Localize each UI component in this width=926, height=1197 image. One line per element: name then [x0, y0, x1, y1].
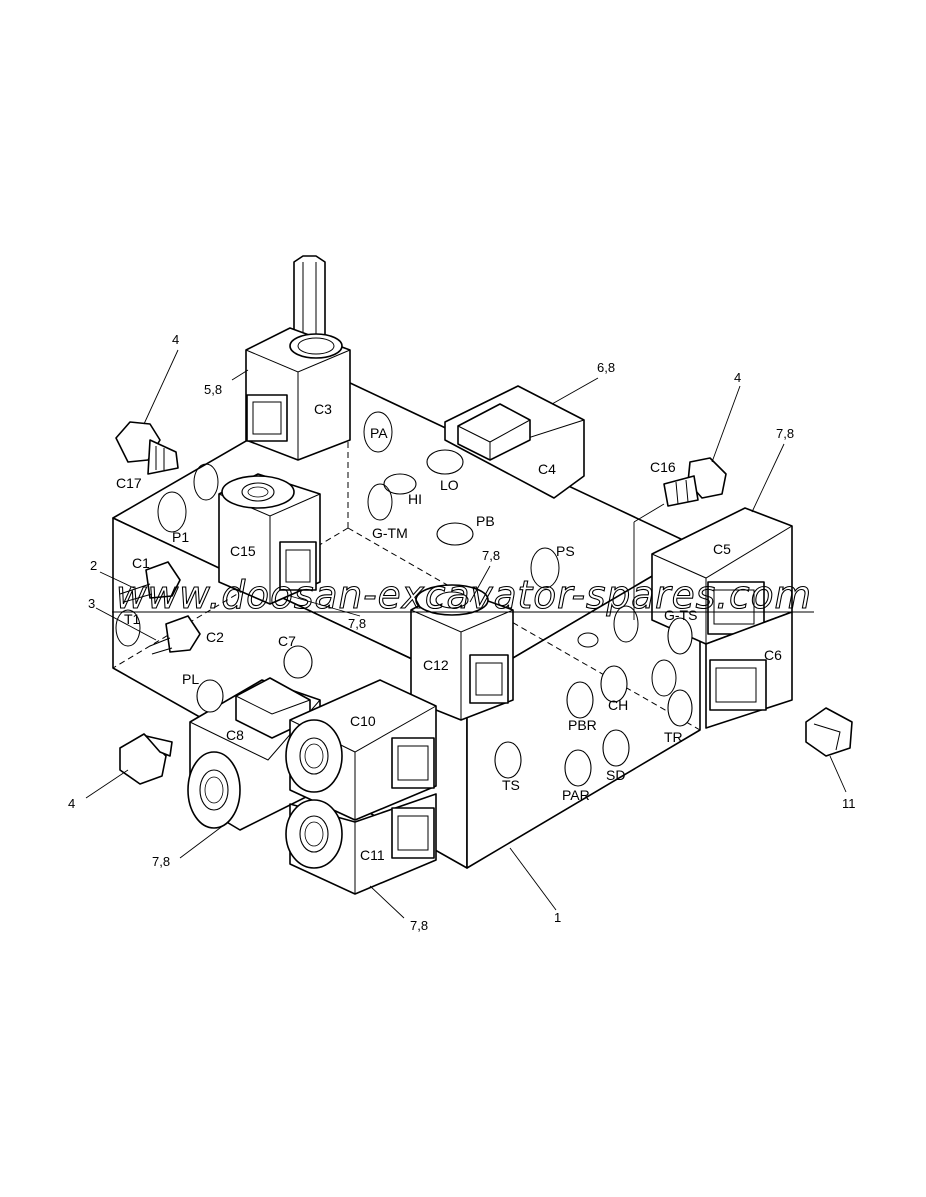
callout-11: 11 [842, 796, 856, 811]
callout-5-8: 5,8 [204, 382, 222, 397]
c11-solenoid-valve [285, 793, 437, 895]
c5-c6-side-block [651, 507, 793, 729]
label-pa: PA [370, 425, 388, 441]
component-labels: C3 C4 C5 C6 C15 C12 C1 C2 C7 C8 C10 C11 … [116, 401, 782, 863]
label-p1: P1 [172, 529, 189, 545]
port-c7 [283, 645, 313, 679]
plug-left-bottom [119, 733, 173, 785]
label-c12: C12 [423, 657, 449, 673]
port-gts-side [613, 605, 639, 643]
c3-solenoid-valve [245, 255, 351, 461]
fitting-c1 [119, 561, 181, 603]
callout-7-8-c8: 7,8 [152, 854, 170, 869]
label-pb: PB [476, 513, 495, 529]
label-lo: LO [440, 477, 459, 493]
label-ps: PS [556, 543, 575, 559]
callout-4-top: 4 [172, 332, 179, 347]
c4-solenoid-valve [444, 385, 585, 499]
callout-1: 1 [554, 910, 561, 925]
label-c7: C7 [278, 633, 296, 649]
plug-c16 [663, 457, 727, 507]
callout-numbers: 4 5,8 6,8 4 7,8 2 3 7,8 7,8 4 7,8 7,8 1 … [68, 332, 856, 933]
label-c3: C3 [314, 401, 332, 417]
c12-solenoid-valve [410, 584, 514, 721]
label-hi: HI [408, 491, 422, 507]
label-pl: PL [182, 671, 199, 687]
label-c6: C6 [764, 647, 782, 663]
label-t1: T1 [124, 611, 141, 627]
label-c10: C10 [350, 713, 376, 729]
c10-solenoid-valve [285, 679, 437, 821]
label-c4: C4 [538, 461, 556, 477]
label-tr: TR [664, 729, 683, 745]
port-mid-right [651, 659, 677, 697]
label-gts: G-TS [664, 607, 697, 623]
port-sd [602, 729, 630, 767]
label-pbr: PBR [568, 717, 597, 733]
callout-7-8-c15: 7,8 [348, 616, 366, 631]
label-c16: C16 [650, 459, 676, 475]
plug-c17 [115, 421, 179, 475]
port-pa [363, 411, 393, 453]
port-tr [667, 689, 693, 727]
leader-lines [85, 349, 847, 919]
label-gtm: G-TM [372, 525, 408, 541]
label-c5: C5 [713, 541, 731, 557]
port-pl [196, 679, 224, 713]
callout-3: 3 [88, 596, 95, 611]
port-lo [426, 449, 464, 475]
label-c2: C2 [206, 629, 224, 645]
label-c17: C17 [116, 475, 142, 491]
port-gts [667, 617, 693, 655]
label-c1: C1 [132, 555, 150, 571]
port-labels: PA LO HI G-TM PB PS P1 T1 PL PBR CH TS P… [124, 425, 697, 803]
fitting-c2 [149, 615, 201, 655]
callout-6-8: 6,8 [597, 360, 615, 375]
port-small [577, 632, 599, 648]
port-ts [494, 741, 522, 779]
ports [115, 411, 693, 787]
watermark: www.doosan-excavator-spares.com [112, 572, 814, 618]
c15-solenoid-valve [218, 473, 321, 605]
label-ch: CH [608, 697, 628, 713]
port-pb [436, 522, 474, 546]
label-ts: TS [502, 777, 520, 793]
port-ps [530, 547, 560, 589]
port-par [564, 749, 592, 787]
plug-11 [805, 707, 853, 757]
port-gtm [367, 483, 393, 521]
port-p1 [157, 491, 187, 533]
watermark-text: www.doosan-excavator-spares.com [116, 573, 812, 617]
port-ch [600, 665, 628, 703]
label-sd: SD [606, 767, 625, 783]
callout-4-right: 4 [734, 370, 741, 385]
label-par: PAR [562, 787, 590, 803]
callout-7-8-c5: 7,8 [776, 426, 794, 441]
port-hi [383, 473, 417, 495]
port-t1 [115, 609, 141, 647]
callout-7-8-c12: 7,8 [482, 548, 500, 563]
label-c11: C11 [360, 847, 385, 863]
callout-4-bottom: 4 [68, 796, 75, 811]
port-pbr [566, 681, 594, 719]
port-c17-hole [193, 463, 219, 501]
callout-7-8-c11: 7,8 [410, 918, 428, 933]
label-c8: C8 [226, 727, 244, 743]
callout-2: 2 [90, 558, 97, 573]
label-c15: C15 [230, 543, 256, 559]
